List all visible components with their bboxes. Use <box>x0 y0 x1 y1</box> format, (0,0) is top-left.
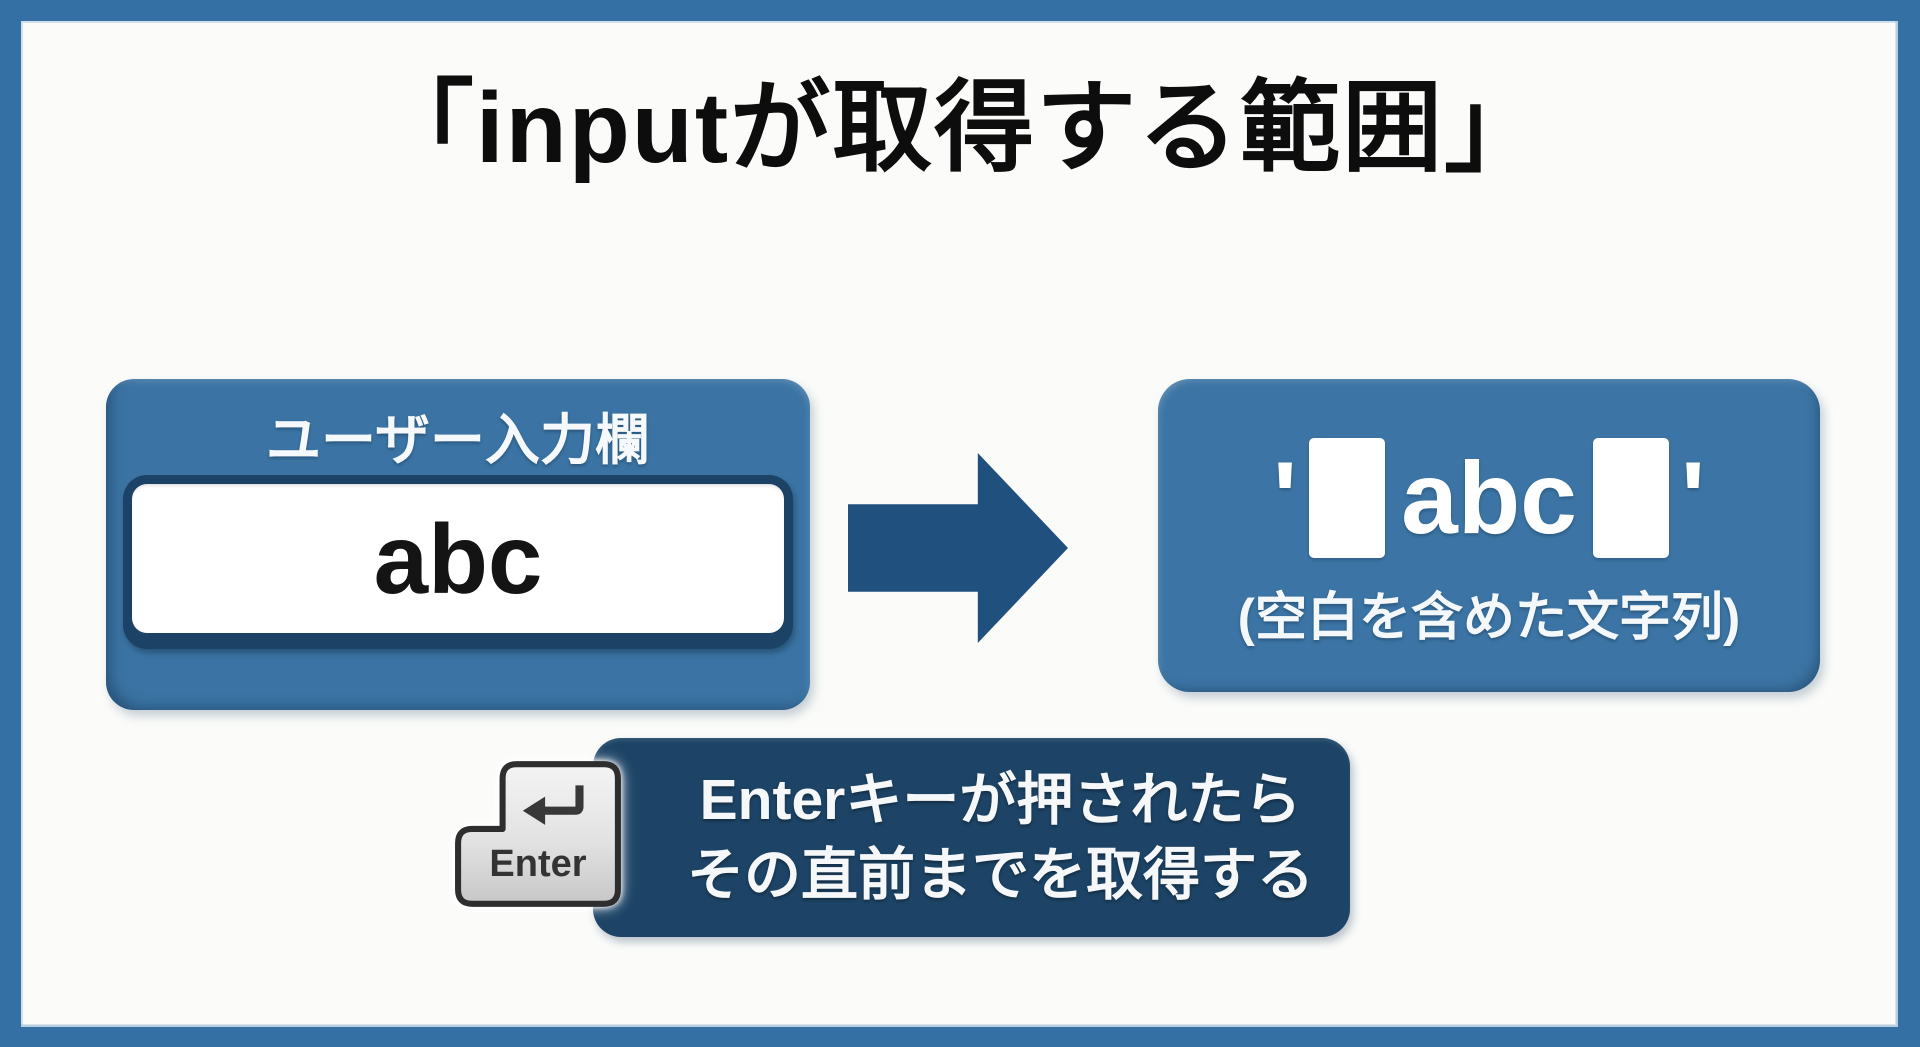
user-input-label: ユーザー入力欄 <box>266 409 650 471</box>
result-string: ' abc ' <box>1158 437 1820 559</box>
return-arrow-icon <box>522 785 584 825</box>
result-panel: ' abc ' (空白を含めた文字列) <box>1158 379 1820 692</box>
space-block-icon <box>1592 438 1669 558</box>
space-block-icon <box>1309 438 1386 558</box>
user-input-panel: ユーザー入力欄 abc <box>106 379 810 710</box>
result-value: abc <box>1401 441 1577 555</box>
input-field: abc <box>123 475 793 649</box>
note-line-1: Enterキーが押されたら <box>699 768 1302 833</box>
enter-key: Enter <box>452 758 624 910</box>
input-field-inner: abc <box>132 484 784 633</box>
note-box: Enterキーが押されたら その直前までを取得する <box>593 738 1350 937</box>
page-title: 「inputが取得する範囲」 <box>373 72 1547 184</box>
result-close-quote: ' <box>1680 441 1706 555</box>
input-field-value: abc <box>373 503 543 614</box>
result-caption: (空白を含めた文字列) <box>1237 589 1741 647</box>
enter-key-shape <box>455 761 621 907</box>
note-line-2: その直前までを取得する <box>687 842 1314 907</box>
result-open-quote: ' <box>1272 441 1298 555</box>
